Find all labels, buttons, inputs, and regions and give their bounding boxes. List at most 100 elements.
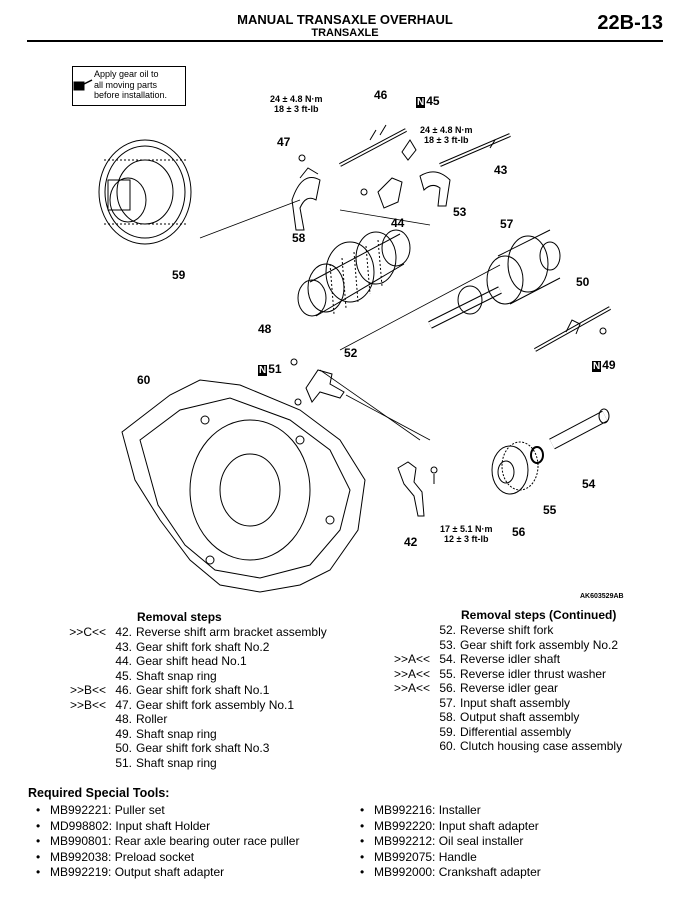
step-mark: >>C<< bbox=[69, 625, 106, 639]
special-tool-item: •MB992221: Puller set bbox=[36, 803, 165, 819]
step-number: 43. bbox=[115, 639, 132, 654]
step-number: 54. bbox=[439, 652, 456, 666]
bullet-icon: • bbox=[36, 803, 41, 817]
page-subtitle: TRANSAXLE bbox=[311, 27, 379, 39]
removal-step: 51. Shaft snap ring bbox=[106, 755, 217, 771]
step-text: Gear shift fork assembly No.2 bbox=[460, 637, 619, 652]
bullet-icon: • bbox=[36, 834, 41, 849]
step-mark: >>B<< bbox=[69, 683, 106, 697]
step-text: Roller bbox=[136, 712, 168, 726]
step-mark: >>A<< bbox=[393, 681, 430, 695]
step-number: 51. bbox=[115, 755, 132, 770]
torque-spec-top-left: 24 ± 4.8 N·m 18 ± 3 ft-lb bbox=[270, 94, 323, 114]
tool-text: MD998802: Input shaft Holder bbox=[50, 818, 211, 833]
output-shaft-assembly bbox=[297, 229, 411, 317]
part-label-54: 54 bbox=[582, 477, 596, 491]
bullet-icon: • bbox=[360, 818, 365, 833]
removal-step: 44.Gear shift head No.1 bbox=[106, 654, 246, 669]
removal-step: >>A<<56.Reverse idler gear bbox=[394, 681, 558, 696]
page-title: MANUAL TRANSAXLE OVERHAUL bbox=[237, 12, 453, 27]
part-label-44: 44 bbox=[391, 216, 405, 230]
part-label-58: 58 bbox=[292, 231, 306, 245]
special-tool-item: • MB992075: Handle bbox=[360, 850, 477, 866]
removal-step: 60. Clutch housing case assembly bbox=[430, 739, 622, 754]
tool-text: MB990801: Rear axle bearing outer race p… bbox=[50, 834, 300, 849]
special-tool-item: •MB992216: Installer bbox=[360, 803, 481, 819]
step-number: 60. bbox=[439, 739, 456, 753]
removal-step: 52.Reverse shift fork bbox=[430, 623, 553, 638]
special-tools-title: Required Special Tools: bbox=[28, 786, 170, 800]
removal-steps-continued-title: Removal steps (Continued) bbox=[461, 608, 617, 622]
bullet-icon: • bbox=[360, 865, 365, 880]
step-mark: >>B<< bbox=[69, 697, 106, 712]
step-number: 45. bbox=[115, 668, 132, 683]
part-label-42: 42 bbox=[404, 535, 418, 549]
tool-text: MB992038: Preload socket bbox=[50, 849, 195, 864]
removal-step: 53. Gear shift fork assembly No.2 bbox=[430, 638, 618, 653]
step-number: 53. bbox=[439, 637, 456, 652]
differential-assembly bbox=[98, 139, 192, 245]
removal-step: 59.Differential assembly bbox=[430, 725, 571, 740]
special-tool-item: •MB992038: Preload socket bbox=[36, 850, 194, 866]
part-label-60: 60 bbox=[137, 373, 151, 387]
step-text: Output shaft assembly bbox=[460, 710, 580, 724]
oil-can-icon bbox=[73, 79, 93, 91]
part-label-59: 59 bbox=[172, 268, 186, 282]
removal-step: >>A<< 54. Reverse idler shaft bbox=[394, 652, 561, 667]
bullet-icon: • bbox=[36, 865, 41, 880]
special-tool-item: • MD998802: Input shaft Holder bbox=[36, 819, 210, 835]
step-text: Input shaft assembly bbox=[460, 695, 571, 710]
step-text: Reverse idler shaft bbox=[460, 652, 561, 666]
gear-shift-fork-47 bbox=[291, 154, 321, 231]
step-number: 44. bbox=[115, 654, 132, 668]
special-tool-item: •MB992000: Crankshaft adapter bbox=[360, 865, 541, 881]
removal-step: 50. Gear shift fork shaft No.3 bbox=[106, 741, 269, 756]
step-text: Shaft snap ring bbox=[136, 726, 217, 741]
removal-step: >>B<<47.Gear shift fork assembly No.1 bbox=[70, 698, 294, 713]
part-label-43: 43 bbox=[494, 163, 508, 177]
n-symbol: N bbox=[416, 97, 426, 108]
torque-spec-top-right: 24 ± 4.8 N·m 18 ± 3 ft-lb bbox=[420, 125, 473, 145]
removal-step: >>C<<42.Reverse shift arm bracket assemb… bbox=[69, 625, 326, 640]
step-text: Gear shift fork shaft No.1 bbox=[136, 683, 270, 697]
step-mark: >>A<< bbox=[393, 652, 430, 666]
part-label-47: 47 bbox=[277, 135, 291, 149]
removal-step: 58. Output shaft assembly bbox=[430, 710, 579, 725]
step-mark: >>A<< bbox=[393, 666, 430, 681]
part-label-56: 56 bbox=[512, 525, 526, 539]
torque-spec-bottom: 17 ± 5.1 N·m 12 ± 3 ft-lb bbox=[440, 524, 493, 544]
removal-steps-title: Removal steps bbox=[137, 610, 222, 624]
bullet-icon: • bbox=[360, 834, 365, 849]
reverse-idler-gear bbox=[491, 441, 539, 495]
step-text: Reverse idler thrust washer bbox=[460, 666, 607, 681]
part-label-57: 57 bbox=[500, 217, 514, 231]
tool-text: MB992075: Handle bbox=[374, 849, 477, 864]
step-number: 52. bbox=[439, 623, 456, 637]
removal-step: >>B<< 46. Gear shift fork shaft No.1 bbox=[70, 683, 270, 698]
removal-step: 45.Shaft snap ring bbox=[106, 668, 216, 684]
tool-text: MB992216: Installer bbox=[374, 803, 481, 817]
removal-step: 43.Gear shift fork shaft No.2 bbox=[106, 640, 269, 655]
step-text: Shaft snap ring bbox=[136, 755, 217, 770]
page-number: 22B-13 bbox=[597, 12, 663, 34]
part-label-53: 53 bbox=[453, 205, 467, 219]
step-number: 58. bbox=[439, 710, 456, 724]
n-symbol: N bbox=[592, 361, 602, 372]
step-number: 50. bbox=[115, 741, 132, 755]
bullet-icon: • bbox=[36, 818, 41, 833]
clutch-housing-case bbox=[121, 379, 366, 593]
step-number: 48. bbox=[115, 712, 132, 726]
removal-step: 57.Input shaft assembly bbox=[430, 696, 570, 711]
part-label-52: 52 bbox=[344, 346, 358, 360]
input-shaft-assembly bbox=[428, 229, 561, 329]
step-number: 46. bbox=[115, 683, 132, 697]
note-box bbox=[72, 66, 186, 106]
part-label-48: 48 bbox=[258, 322, 272, 336]
bullet-icon: • bbox=[360, 849, 365, 864]
step-text: Clutch housing case assembly bbox=[460, 739, 623, 753]
step-number: 59. bbox=[439, 724, 456, 739]
step-text: Gear shift fork shaft No.3 bbox=[136, 741, 270, 755]
